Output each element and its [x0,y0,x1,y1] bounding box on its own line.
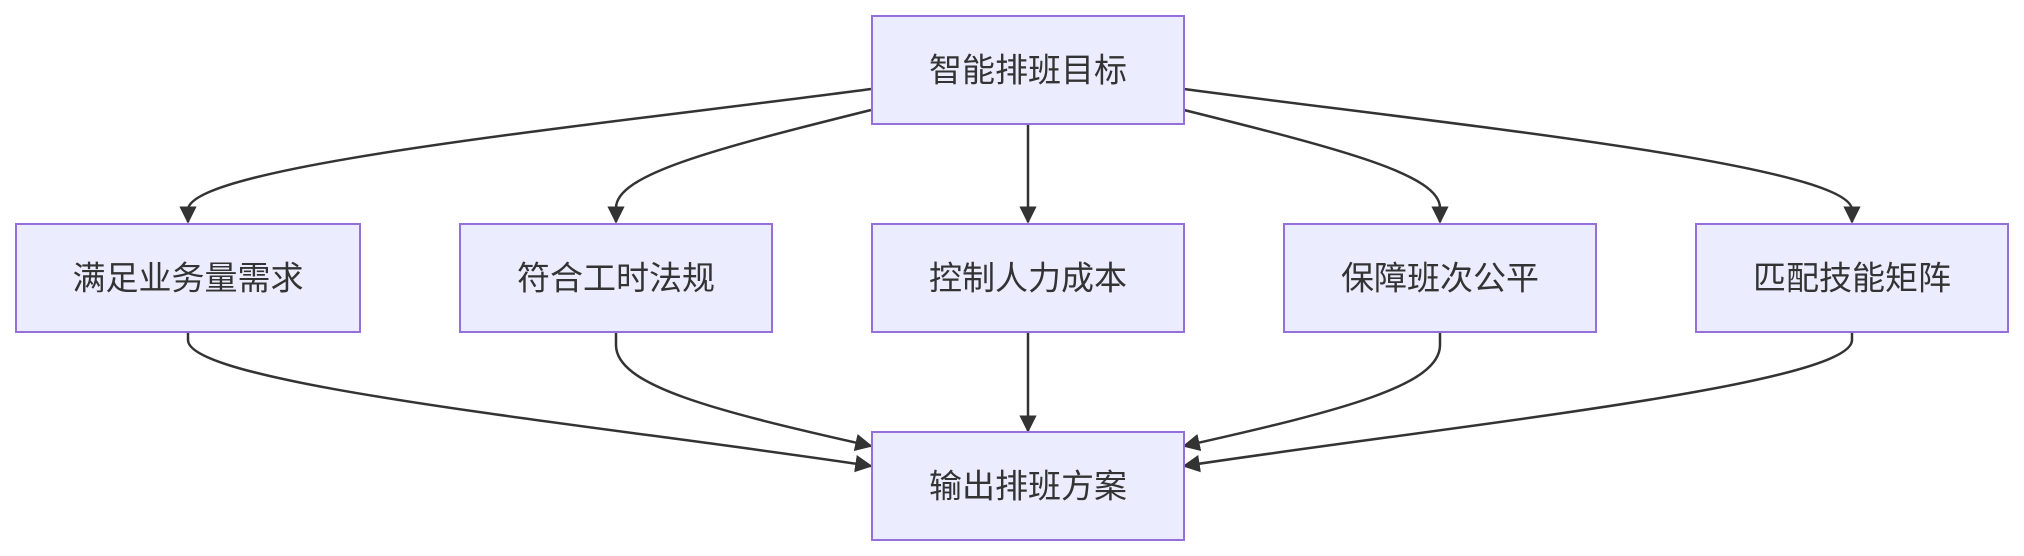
edges [179,87,1861,473]
edge-goal-to-skills [1183,87,1861,224]
edge-goal-to-demand [179,87,872,224]
edge-skills-to-output [1182,332,1854,473]
node-fairness-label: 保障班次公平 [1341,259,1539,298]
edge-labor-law-to-output [614,332,873,452]
node-output-label: 输出排班方案 [929,467,1127,506]
edge-goal-to-labor-law [607,108,872,224]
edge-fairness-to-output [1182,332,1442,452]
node-demand: 满足业务量需求 [15,223,361,333]
node-cost-label: 控制人力成本 [929,259,1127,298]
node-demand-label: 满足业务量需求 [73,259,304,298]
edge-demand-to-output [186,332,873,473]
node-fairness: 保障班次公平 [1283,223,1597,333]
node-output: 输出排班方案 [871,431,1185,541]
node-skills-label: 匹配技能矩阵 [1753,259,1951,298]
node-labor-law-label: 符合工时法规 [517,259,715,298]
node-cost: 控制人力成本 [871,223,1185,333]
node-labor-law: 符合工时法规 [459,223,773,333]
node-skills: 匹配技能矩阵 [1695,223,2009,333]
node-goal-label: 智能排班目标 [929,51,1127,90]
edge-goal-to-fairness [1183,108,1449,224]
node-goal: 智能排班目标 [871,15,1185,125]
